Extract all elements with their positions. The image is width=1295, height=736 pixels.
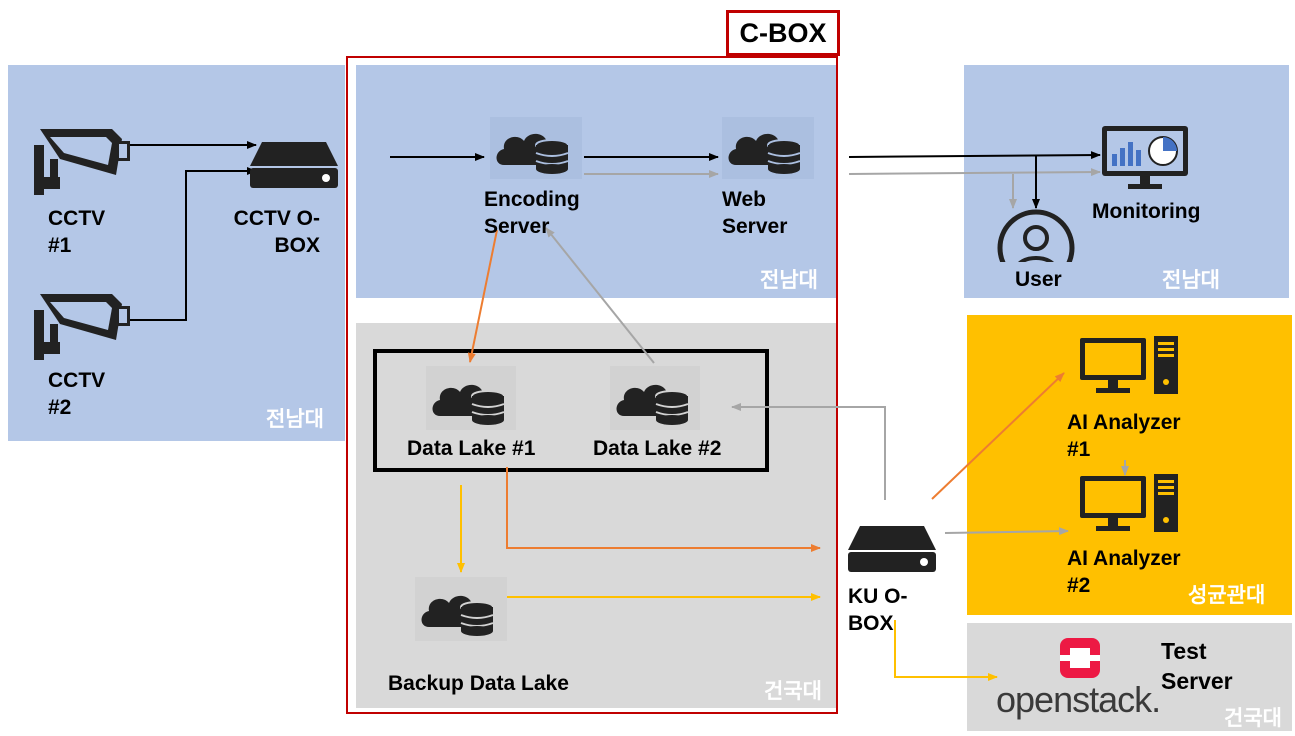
backup-data-lake-label: Backup Data Lake xyxy=(388,672,569,695)
cctv-2-label: CCTV #2 xyxy=(48,369,106,419)
cbox-title: C-BOX xyxy=(739,18,827,48)
zone-label-monitoring: 전남대 xyxy=(1162,268,1220,292)
arrow-web-monitoring-gray xyxy=(848,168,1101,177)
monitoring-label: Monitoring xyxy=(1092,200,1201,223)
ku-obox-label: KU O- BOX xyxy=(848,585,908,635)
user xyxy=(996,208,1076,262)
zone-test xyxy=(967,623,1292,731)
arrow-cctv2-obox xyxy=(130,167,257,321)
ai-analyzer-2-label: AI Analyzer #2 xyxy=(1067,547,1181,597)
zone-cctv xyxy=(8,65,345,441)
openstack-wordmark: openstack. xyxy=(996,679,1161,720)
zone-label-analyzer: 성균관대 xyxy=(1188,583,1266,607)
desktop-computer-icon xyxy=(1080,474,1178,532)
monitoring xyxy=(1100,124,1190,192)
cloud-database-icon xyxy=(432,384,505,425)
cctv-1 xyxy=(32,115,132,200)
user-label: User xyxy=(1015,268,1062,291)
zone-label-test: 건국대 xyxy=(1224,706,1282,730)
desktop-computer-icon xyxy=(1080,336,1178,394)
arrow-kuobox-analyzer2 xyxy=(944,527,1069,536)
arrow-kuobox-analyzer1 xyxy=(931,372,1065,500)
cctv-1-label: CCTV #1 xyxy=(48,207,106,257)
server-box-icon xyxy=(848,526,936,572)
test-server-label: Test Server xyxy=(1161,638,1233,694)
web-server-label: Web Server xyxy=(722,188,788,238)
cbox-frame xyxy=(346,56,838,714)
ai-analyzer-1 xyxy=(1078,334,1182,396)
backup-data-lake xyxy=(415,577,507,641)
encoding-server-label: Encoding Server xyxy=(484,188,580,238)
arrow-datalake1-kuobox xyxy=(506,467,821,552)
server-box-icon xyxy=(250,142,338,188)
arrow-kuobox-openstack xyxy=(894,620,998,681)
ai-analyzer-2 xyxy=(1078,472,1182,534)
cloud-database-icon xyxy=(728,133,801,174)
data-lake-1-label: Data Lake #1 xyxy=(407,437,536,460)
openstack-logo xyxy=(1058,636,1102,680)
data-lake-1 xyxy=(426,366,516,430)
cctv-camera-icon xyxy=(34,129,130,195)
zone-cbox-top xyxy=(356,65,838,298)
web-server xyxy=(722,117,814,179)
cloud-database-icon xyxy=(616,384,689,425)
user-icon xyxy=(997,209,1075,262)
data-lake-2 xyxy=(610,366,700,430)
arrow-encoding-datalake1 xyxy=(467,229,498,363)
cctv-obox xyxy=(248,138,340,193)
arrow-datalake2-encoding xyxy=(545,227,655,364)
zone-monitoring xyxy=(964,65,1289,298)
cloud-database-icon xyxy=(421,595,494,636)
encoding-server xyxy=(490,117,582,179)
arrow-web-monitoring-black xyxy=(848,151,1101,160)
cctv-camera-icon xyxy=(34,294,130,360)
ku-obox xyxy=(846,522,938,577)
zone-label-cbox-top: 전남대 xyxy=(760,268,818,292)
cctv-2 xyxy=(32,280,132,365)
openstack-icon xyxy=(1060,638,1100,678)
zone-label-cbox-bottom: 건국대 xyxy=(764,679,822,703)
cloud-database-icon xyxy=(496,133,569,174)
cbox-title-box: C-BOX xyxy=(726,10,840,56)
zone-label-cctv: 전남대 xyxy=(266,407,324,431)
monitor-chart-icon xyxy=(1102,126,1188,189)
ai-analyzer-1-label: AI Analyzer #1 xyxy=(1067,411,1181,461)
arrow-kuobox-datalake2 xyxy=(731,403,886,500)
data-lake-2-label: Data Lake #2 xyxy=(593,437,722,460)
cctv-obox-label: CCTV O- BOX xyxy=(233,207,320,257)
data-lake-group xyxy=(373,349,769,472)
